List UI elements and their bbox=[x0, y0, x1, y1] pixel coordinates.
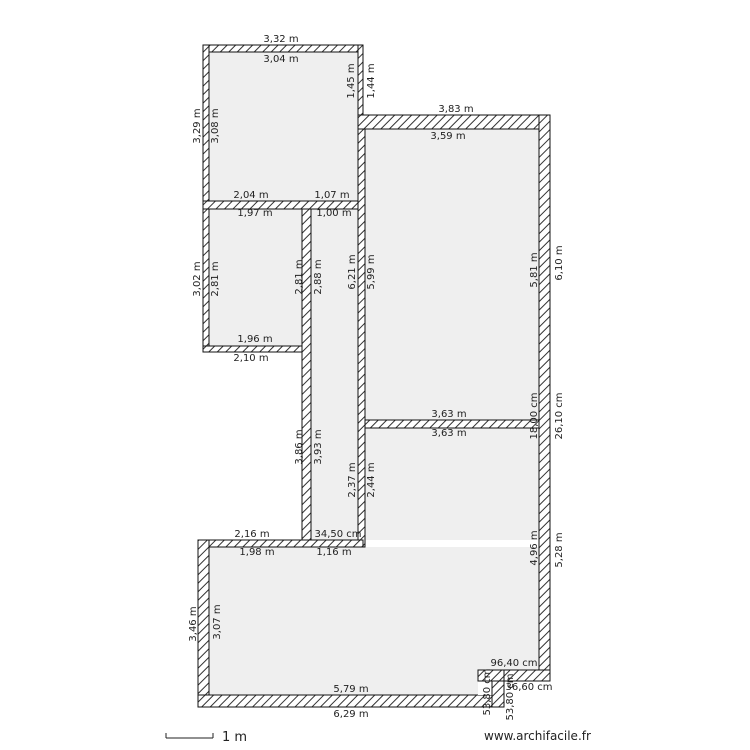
dimension-label: 3,86 m bbox=[294, 429, 305, 464]
wall bbox=[197, 539, 210, 708]
dimension-label: 2,10 m bbox=[233, 353, 268, 364]
dimension-label: 1,97 m bbox=[237, 208, 272, 219]
dimension-label: 18,00 cm bbox=[529, 392, 540, 439]
wall bbox=[197, 694, 505, 708]
wall bbox=[357, 114, 551, 130]
dimension-label: 53,80 cm bbox=[482, 668, 493, 715]
dimension-label: 3,63 m bbox=[431, 428, 466, 439]
corridor bbox=[311, 209, 358, 540]
dimension-label: 2,44 m bbox=[366, 462, 377, 497]
scale-label: 1 m bbox=[222, 730, 248, 745]
dimension-label: 3,83 m bbox=[438, 104, 473, 115]
dimension-label: 2,81 m bbox=[210, 261, 221, 296]
site-credit: www.archifacile.fr bbox=[484, 729, 591, 743]
dimension-label: 5,79 m bbox=[333, 684, 368, 695]
dimension-label: 2,81 m bbox=[294, 259, 305, 294]
dimension-label: 3,46 m bbox=[188, 606, 199, 641]
dimension-label: 1,16 m bbox=[316, 547, 351, 558]
wall bbox=[202, 345, 312, 353]
walls bbox=[197, 44, 551, 708]
room-small-left bbox=[209, 209, 302, 346]
room-top-left bbox=[209, 52, 358, 201]
room-bottom bbox=[209, 547, 539, 695]
dimension-label: 2,88 m bbox=[313, 259, 324, 294]
dimension-label: 53,80 cm bbox=[505, 673, 516, 720]
dimension-label: 2,16 m bbox=[234, 529, 269, 540]
wall bbox=[364, 419, 540, 429]
dimension-label: 5,28 m bbox=[554, 532, 565, 567]
dimension-label: 96,40 cm bbox=[490, 658, 537, 669]
wall bbox=[477, 669, 505, 682]
dimension-label: 3,93 m bbox=[313, 429, 324, 464]
dimension-label: 3,59 m bbox=[430, 131, 465, 142]
dimension-label: 1,00 m bbox=[316, 208, 351, 219]
dimension-label: 3,29 m bbox=[192, 108, 203, 143]
dimension-label: 1,07 m bbox=[314, 190, 349, 201]
wall bbox=[357, 114, 366, 548]
dimension-label: 1,45 m bbox=[346, 63, 357, 98]
wall bbox=[538, 114, 551, 682]
wall bbox=[357, 44, 364, 123]
dimension-label: 34,50 cm bbox=[314, 529, 361, 540]
dimension-label: 26,10 cm bbox=[554, 392, 565, 439]
dimension-label: 6,29 m bbox=[333, 709, 368, 720]
dimension-label: 6,10 m bbox=[554, 245, 565, 280]
dimension-label: 1,98 m bbox=[239, 547, 274, 558]
dimension-label: 5,81 m bbox=[529, 252, 540, 287]
dimension-label: 6,21 m bbox=[347, 254, 358, 289]
wall bbox=[202, 44, 364, 53]
dimension-label: 1,96 m bbox=[237, 334, 272, 345]
dimension-label: 3,02 m bbox=[192, 261, 203, 296]
dimension-label: 4,96 m bbox=[529, 530, 540, 565]
dimension-label: 3,08 m bbox=[210, 108, 221, 143]
wall bbox=[202, 44, 210, 353]
room-right-lower bbox=[365, 428, 539, 540]
dimension-label: 3,07 m bbox=[212, 604, 223, 639]
wall bbox=[491, 680, 505, 708]
room-right-upper bbox=[365, 129, 539, 420]
wall bbox=[197, 539, 364, 548]
dimension-label: 3,63 m bbox=[431, 409, 466, 420]
dimension-label: 5,99 m bbox=[366, 254, 377, 289]
dimension-label: 1,44 m bbox=[366, 63, 377, 98]
dimension-label: 36,60 cm bbox=[505, 682, 552, 693]
scale-bar bbox=[165, 733, 214, 739]
dimension-label: 2,37 m bbox=[347, 462, 358, 497]
dimension-label: 3,04 m bbox=[263, 54, 298, 65]
dimension-label: 2,04 m bbox=[233, 190, 268, 201]
dimension-labels: 3,32 m 3,04 m 3,83 m 3,59 m 2,04 m 1,07 … bbox=[188, 34, 565, 721]
dimension-label: 3,32 m bbox=[263, 34, 298, 45]
